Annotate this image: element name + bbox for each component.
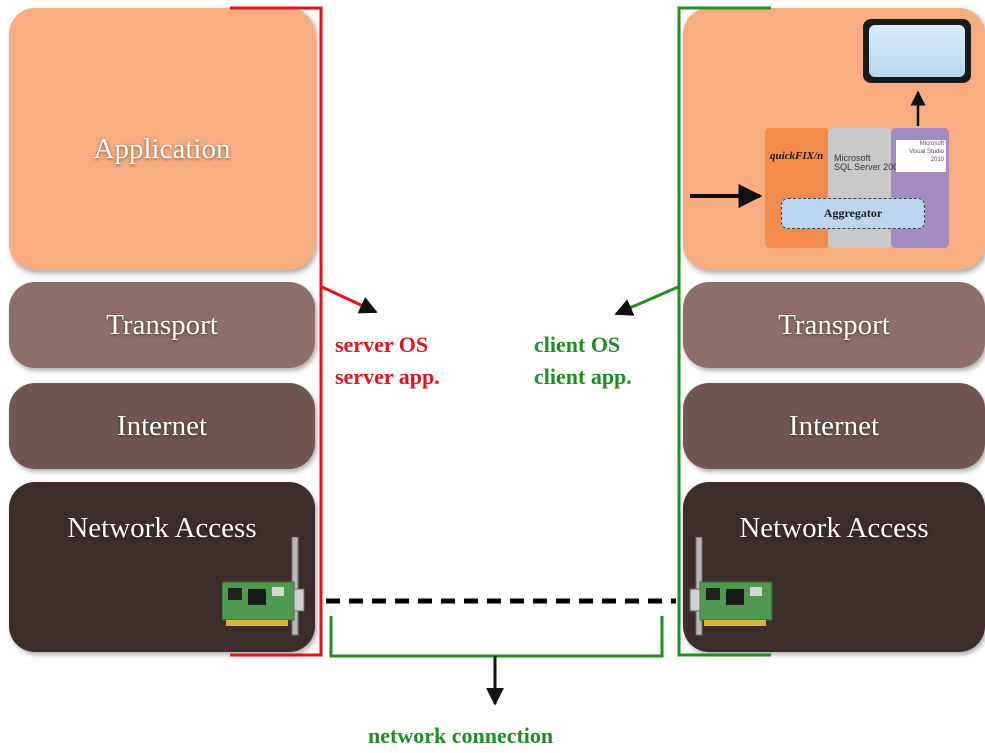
network-connection-label: network connection: [368, 720, 553, 752]
vs-logo-line3: 2010: [930, 157, 944, 163]
monitor-icon: [863, 19, 971, 83]
client-app-label: client app.: [534, 364, 632, 389]
monitor-screen: [869, 25, 965, 77]
visual-studio-logo: Microsoft Visual Studio 2010: [896, 140, 946, 172]
right-transport-label: Transport: [778, 308, 890, 341]
right-network-card-icon: [689, 537, 773, 636]
right-internet-layer: Internet: [683, 383, 985, 469]
left-network-card-icon: [222, 537, 305, 636]
left-transport-label: Transport: [106, 308, 218, 341]
left-internet-layer: Internet: [9, 383, 315, 469]
server-bracket: [230, 6, 323, 657]
server-app-label: server app.: [335, 364, 440, 389]
left-transport-layer: Transport: [9, 282, 315, 368]
sql-server-logo: Microsoft SQL Server 2008: [834, 154, 903, 172]
right-network-access-label: Network Access: [739, 512, 929, 544]
left-internet-label: Internet: [116, 409, 208, 442]
vs-logo-line1: Microsoft: [919, 141, 944, 147]
server-os-label: server OS: [335, 332, 429, 357]
aggregator-box: Aggregator: [781, 198, 925, 229]
left-application-label: Application: [93, 133, 231, 165]
server-annotation: server OS server app.: [335, 329, 440, 393]
sql-logo-line1: Microsoft: [834, 153, 871, 163]
left-application-layer: Application: [9, 8, 315, 270]
sql-logo-line2: SQL Server 2008: [834, 162, 904, 172]
right-transport-layer: Transport: [683, 282, 985, 368]
server-arrow: [321, 285, 378, 314]
aggregator-label: Aggregator: [823, 206, 883, 220]
right-internet-label: Internet: [788, 409, 880, 442]
client-arrow: [614, 285, 679, 316]
client-bracket: [677, 6, 771, 657]
left-network-access-label: Network Access: [67, 512, 257, 544]
network-connection-text: network connection: [368, 723, 554, 748]
quickfix-logo: quickFIX/n: [770, 150, 824, 162]
client-annotation: client OS client app.: [534, 329, 632, 393]
network-connection-bracket: [329, 616, 664, 658]
client-os-label: client OS: [534, 332, 621, 357]
vs-logo-line2: Visual Studio: [909, 149, 944, 155]
